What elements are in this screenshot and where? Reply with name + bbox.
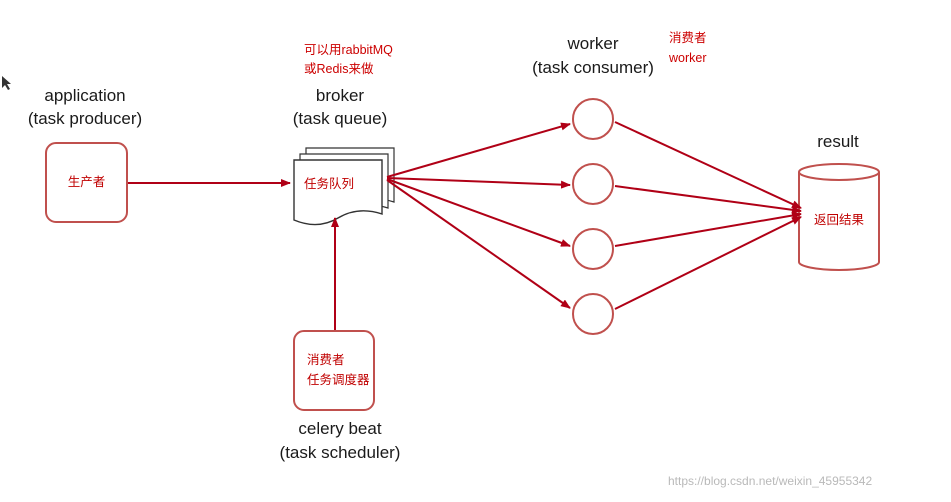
producer-title: application	[44, 86, 126, 105]
worker-node-2	[572, 163, 614, 205]
arrow-worker-4-to-result	[614, 216, 802, 310]
broker-subtitle: (task queue)	[292, 109, 388, 128]
beat-node-line2: 任务调度器	[307, 373, 370, 387]
result-title: result	[817, 132, 859, 151]
worker-subtitle: (task consumer)	[532, 58, 654, 77]
arrow-broker-to-worker-3	[386, 178, 571, 247]
arrow-worker-1-to-result	[614, 121, 802, 209]
producer-subtitle: (task producer)	[27, 109, 143, 128]
arrow-broker-to-worker-4	[386, 179, 571, 309]
beat-subtitle: (task scheduler)	[279, 443, 401, 462]
worker-title: worker	[567, 34, 619, 53]
arrow-broker-to-worker-2	[386, 177, 571, 189]
beat-title: celery beat	[298, 419, 382, 438]
worker-note-line2: worker	[669, 51, 707, 65]
worker-node-1	[572, 98, 614, 140]
result-node	[798, 163, 880, 271]
beat-node-line1: 消费者	[307, 353, 345, 367]
arrow-broker-to-worker-1	[386, 122, 571, 178]
producer-node-text: 生产者	[67, 175, 106, 189]
arrow-worker-3-to-result	[614, 211, 802, 247]
broker-note-line1: 可以用rabbitMQ	[304, 43, 393, 57]
beat-node	[293, 330, 375, 411]
broker-node-text: 任务队列	[304, 177, 355, 191]
arrow-worker-2-to-result	[614, 185, 802, 214]
broker-note-line2: 或Redis来做	[304, 62, 374, 76]
worker-node-4	[572, 293, 614, 335]
worker-note-line1: 消费者	[669, 31, 707, 45]
result-node-text: 返回结果	[813, 213, 864, 227]
worker-node-3	[572, 228, 614, 270]
broker-title: broker	[315, 86, 365, 105]
watermark: https://blog.csdn.net/weixin_45955342	[668, 474, 873, 488]
cursor-icon	[2, 76, 11, 90]
producer-node	[45, 142, 128, 223]
